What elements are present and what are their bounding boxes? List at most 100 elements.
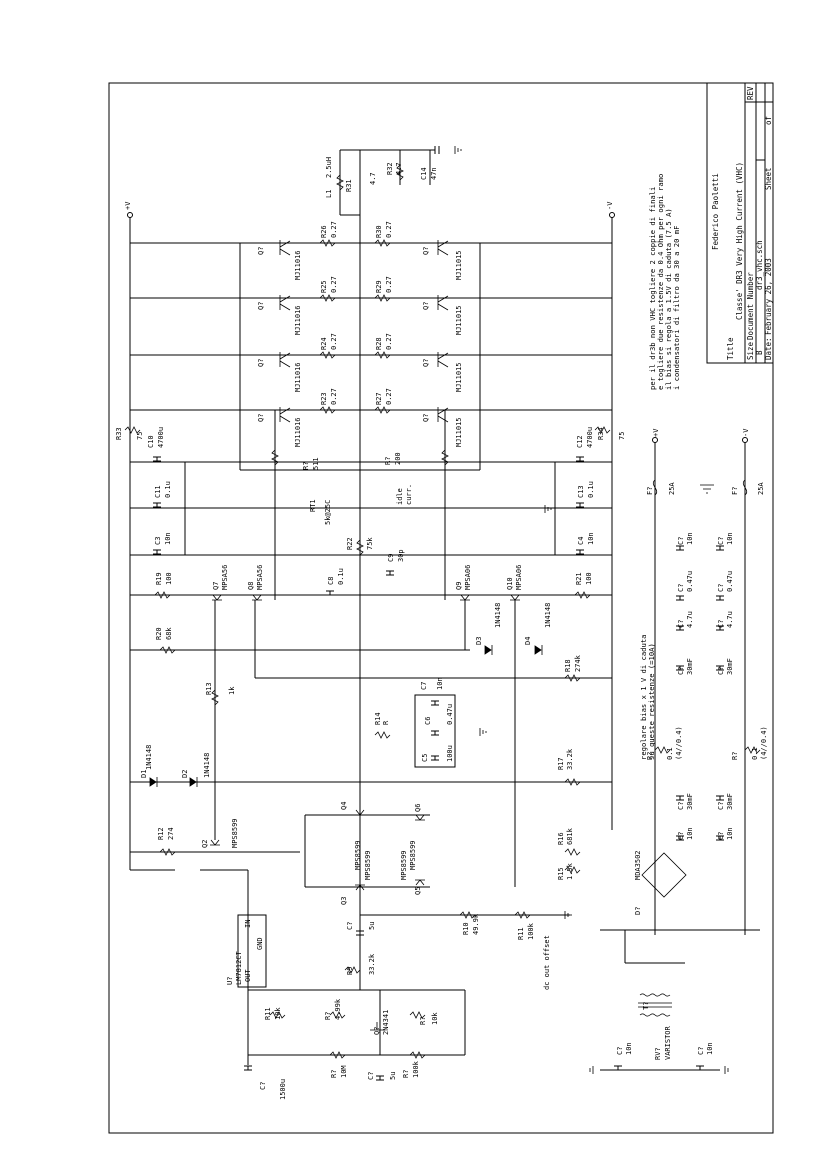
svg-text:R12: R12 bbox=[157, 827, 165, 840]
svg-text:0.27: 0.27 bbox=[385, 388, 393, 405]
svg-text:C6: C6 bbox=[424, 717, 432, 725]
svg-text:200: 200 bbox=[394, 452, 402, 465]
svg-text:R9: R9 bbox=[346, 967, 354, 975]
output-transistors bbox=[210, 240, 520, 1031]
svg-text:4.7u: 4.7u bbox=[686, 611, 694, 628]
svg-text:C14: C14 bbox=[420, 167, 428, 180]
svg-text:R17: R17 bbox=[557, 757, 565, 770]
svg-text:10n: 10n bbox=[625, 1042, 633, 1055]
svg-text:R?: R? bbox=[731, 752, 739, 760]
svg-text:30p: 30p bbox=[397, 549, 405, 562]
size-value: B bbox=[755, 350, 764, 355]
sheet-label: Sheet bbox=[764, 167, 773, 190]
svg-text:5k@25C: 5k@25C bbox=[324, 500, 332, 525]
svg-text:MJ11016: MJ11016 bbox=[294, 250, 302, 280]
svg-text:1N4148: 1N4148 bbox=[544, 603, 552, 628]
svg-text:0.1u: 0.1u bbox=[164, 481, 172, 498]
svg-text:75k: 75k bbox=[366, 537, 374, 550]
svg-text:C10: C10 bbox=[147, 435, 155, 448]
svg-text:C?: C? bbox=[677, 667, 685, 675]
svg-text:33.2k: 33.2k bbox=[368, 953, 376, 975]
svg-text:MJ11015: MJ11015 bbox=[455, 305, 463, 335]
regulator-u1 bbox=[237, 914, 267, 988]
svg-text:75: 75 bbox=[618, 432, 626, 440]
svg-text:511: 511 bbox=[312, 457, 320, 470]
svg-text:0.27: 0.27 bbox=[385, 333, 393, 350]
svg-text:10k: 10k bbox=[431, 1012, 439, 1025]
svg-text:Q?: Q? bbox=[257, 359, 265, 367]
svg-text:Q?: Q? bbox=[422, 414, 430, 422]
svg-text:0.27: 0.27 bbox=[330, 388, 338, 405]
svg-text:274k: 274k bbox=[574, 654, 582, 672]
svg-text:C8: C8 bbox=[327, 577, 335, 585]
svg-text:0.1: 0.1 bbox=[666, 747, 674, 760]
svg-text:1.5k: 1.5k bbox=[566, 862, 574, 880]
svg-text:R19: R19 bbox=[155, 572, 163, 585]
svg-text:C?: C? bbox=[717, 832, 725, 840]
resistor-zigzags bbox=[124, 164, 761, 1059]
svg-text:1N4148: 1N4148 bbox=[494, 603, 502, 628]
svg-text:0.27: 0.27 bbox=[330, 221, 338, 238]
docnum-label: Document Number bbox=[746, 272, 755, 340]
svg-text:MDA3502: MDA3502 bbox=[634, 850, 642, 880]
svg-text:MPS8599: MPS8599 bbox=[409, 840, 417, 870]
svg-text:C?: C? bbox=[677, 584, 685, 592]
svg-text:4.7: 4.7 bbox=[395, 162, 403, 175]
svg-text:D2: D2 bbox=[181, 770, 189, 778]
of-label: of bbox=[764, 116, 773, 125]
svg-text:0.47u: 0.47u bbox=[686, 571, 694, 592]
svg-text:Q5: Q5 bbox=[414, 887, 422, 895]
svg-text:274: 274 bbox=[167, 827, 175, 840]
svg-text:R23: R23 bbox=[320, 392, 328, 405]
svg-text:4700u: 4700u bbox=[586, 427, 594, 448]
svg-text:C?: C? bbox=[367, 1072, 375, 1080]
svg-text:Q?: Q? bbox=[373, 1027, 381, 1035]
svg-text:D?: D? bbox=[634, 907, 642, 915]
svg-text:Q8: Q8 bbox=[247, 582, 255, 590]
svg-text:R?: R? bbox=[402, 1070, 410, 1078]
component-labels: L1 2.5uH R31 4.7 R32 4.7 C14 47n R26 0.2… bbox=[115, 157, 768, 1100]
svg-text:R: R bbox=[382, 720, 390, 725]
svg-text:100: 100 bbox=[165, 572, 173, 585]
svg-text:LM7812CT: LM7812CT bbox=[235, 950, 243, 985]
svg-text:1N4148: 1N4148 bbox=[203, 753, 211, 778]
svg-text:e togliere due resistenze da 0: e togliere due resistenze da 0.4 Ohm per… bbox=[656, 174, 665, 390]
capacitors bbox=[153, 146, 724, 1081]
svg-text:10n: 10n bbox=[726, 532, 734, 545]
svg-text:C13: C13 bbox=[577, 485, 585, 498]
svg-text:su queste resistenze (=10A): su queste resistenze (=10A) bbox=[647, 643, 656, 760]
svg-text:Q4: Q4 bbox=[340, 802, 348, 810]
svg-text:Q9: Q9 bbox=[455, 582, 463, 590]
svg-text:R24: R24 bbox=[320, 337, 328, 350]
diodes bbox=[149, 645, 687, 898]
svg-text:MJ11016: MJ11016 bbox=[294, 362, 302, 392]
svg-text:R30: R30 bbox=[375, 225, 383, 238]
svg-text:T?: T? bbox=[642, 1002, 650, 1010]
svg-text:Q?: Q? bbox=[422, 247, 430, 255]
svg-text:RV?: RV? bbox=[654, 1047, 662, 1060]
notes-top: per il dr3b non VHC togliere 2 coppie di… bbox=[648, 174, 681, 390]
svg-text:R34: R34 bbox=[597, 427, 605, 440]
svg-text:0.27: 0.27 bbox=[385, 221, 393, 238]
svg-text:R?: R? bbox=[302, 462, 310, 470]
svg-text:MPS8599: MPS8599 bbox=[354, 840, 362, 870]
svg-text:10n: 10n bbox=[587, 532, 595, 545]
title-text: Classe' DR3 Very High Current (VHC) bbox=[735, 162, 744, 320]
svg-text:47n: 47n bbox=[430, 167, 438, 180]
svg-text:R25: R25 bbox=[320, 280, 328, 293]
svg-text:25A: 25A bbox=[757, 482, 765, 495]
svg-text:curr.: curr. bbox=[405, 484, 413, 505]
svg-text:MPSA56: MPSA56 bbox=[221, 565, 229, 590]
svg-text:681k: 681k bbox=[566, 827, 574, 845]
rail-pos-label: +V bbox=[124, 201, 132, 210]
svg-text:R13: R13 bbox=[205, 682, 213, 695]
svg-text:per il dr3b non VHC togliere 2: per il dr3b non VHC togliere 2 coppie di… bbox=[648, 187, 657, 390]
svg-text:4.99k: 4.99k bbox=[334, 998, 342, 1020]
svg-text:10n: 10n bbox=[706, 1042, 714, 1055]
svg-text:0.47u: 0.47u bbox=[446, 704, 454, 725]
svg-text:U?: U? bbox=[226, 977, 234, 985]
svg-text:0.1u: 0.1u bbox=[337, 568, 345, 585]
svg-text:L1: L1 bbox=[325, 190, 333, 198]
svg-text:Q?: Q? bbox=[257, 247, 265, 255]
